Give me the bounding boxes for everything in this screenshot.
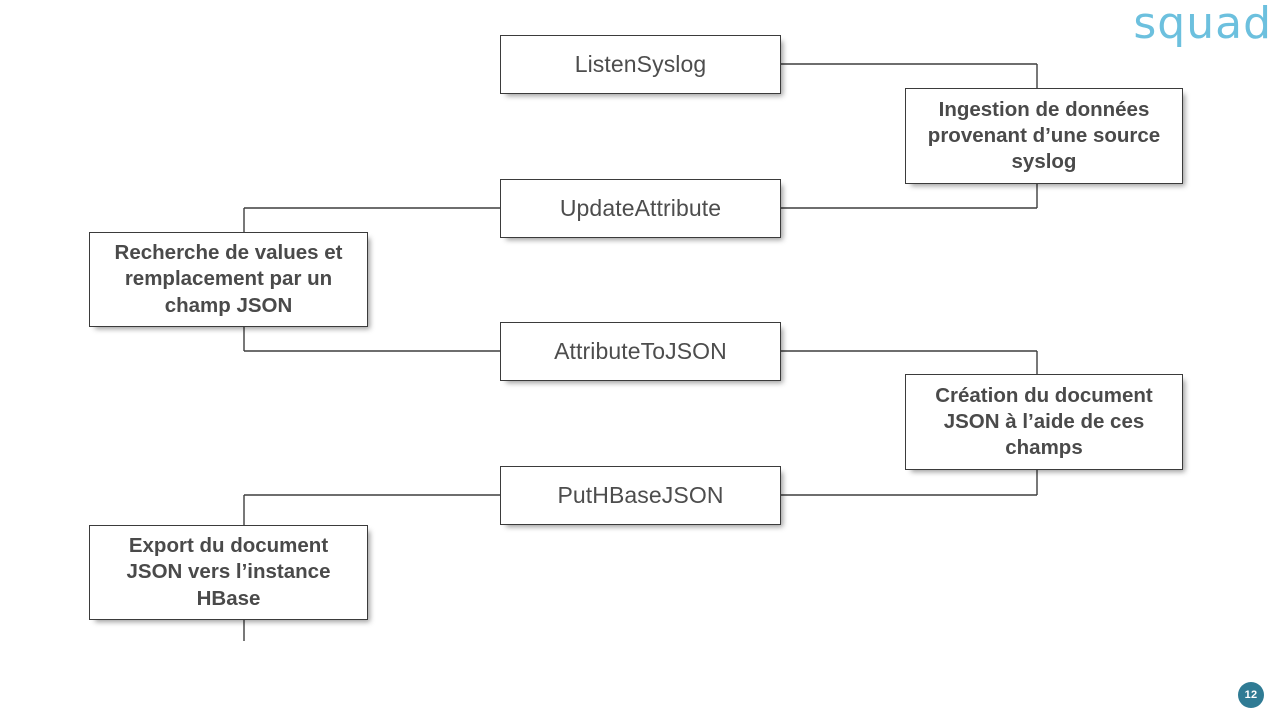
process-box-put-hbase-json[interactable]: PutHBaseJSON	[500, 466, 781, 525]
process-label: UpdateAttribute	[559, 195, 722, 221]
note-box-creation[interactable]: Création du document JSON à l’aide de ce…	[905, 374, 1183, 470]
squad-logo: squad	[1133, 0, 1272, 49]
note-label: Ingestion de données provenant d’une sou…	[927, 97, 1161, 174]
page-number-badge: 12	[1238, 682, 1264, 708]
process-label: PutHBaseJSON	[557, 482, 724, 508]
note-label: Recherche de values et remplacement par …	[114, 241, 343, 317]
process-label: ListenSyslog	[574, 51, 707, 77]
note-label: Création du document JSON à l’aide de ce…	[935, 383, 1153, 460]
process-box-attribute-to-json[interactable]: AttributeToJSON	[500, 322, 781, 381]
note-box-ingestion[interactable]: Ingestion de données provenant d’une sou…	[905, 88, 1183, 184]
process-label: AttributeToJSON	[554, 338, 727, 364]
process-box-update-attribute[interactable]: UpdateAttribute	[500, 179, 781, 238]
note-label: Export du document JSON vers l’instance …	[126, 534, 331, 610]
note-box-export[interactable]: Export du document JSON vers l’instance …	[89, 525, 368, 620]
note-box-recherche[interactable]: Recherche de values et remplacement par …	[89, 232, 368, 327]
process-box-listen-syslog[interactable]: ListenSyslog	[500, 35, 781, 94]
